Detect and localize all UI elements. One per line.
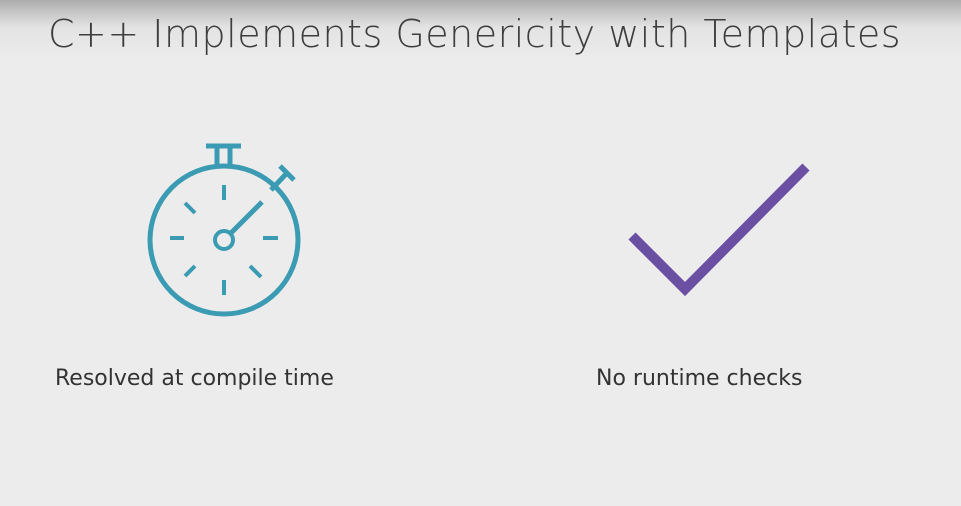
caption-resolved-at-compile-time: Resolved at compile time	[55, 366, 334, 391]
top-shadow-band	[0, 0, 961, 60]
slide-title: C++ Implements Genericity with Templates	[48, 12, 902, 56]
caption-no-runtime-checks: No runtime checks	[596, 366, 803, 391]
stopwatch-icon	[147, 143, 301, 317]
checkmark-icon	[628, 163, 810, 297]
